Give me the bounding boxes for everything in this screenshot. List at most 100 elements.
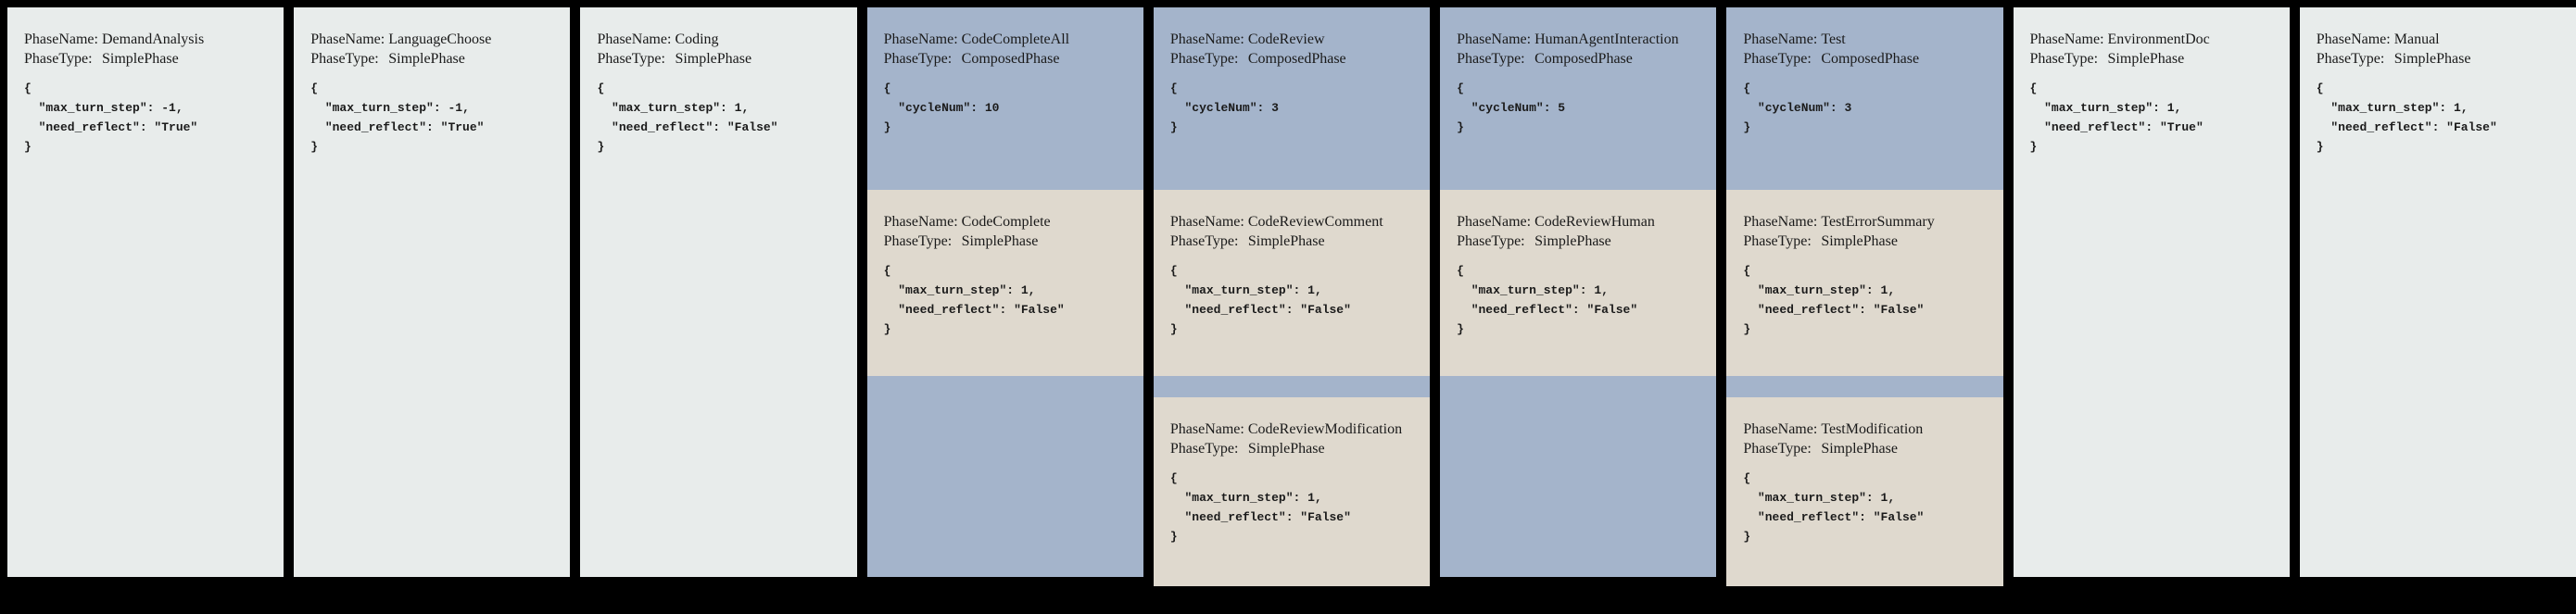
- phase-box-DemandAnalysis: PhaseName: DemandAnalysis PhaseType: Sim…: [7, 7, 284, 157]
- phase-type-value: ComposedPhase: [1821, 51, 1920, 67]
- nested-phase-CodeReviewComment: PhaseName: CodeReviewComment PhaseType: …: [1153, 190, 1431, 376]
- phase-name-row: PhaseName: TestErrorSummary: [1743, 212, 1989, 232]
- nested-phase-TestModification: PhaseName: TestModification PhaseType: S…: [1726, 397, 2003, 586]
- phase-box-CodeReviewHuman: PhaseName: CodeReviewHuman PhaseType: Si…: [1440, 190, 1716, 339]
- nested-phase-CodeReviewHuman: PhaseName: CodeReviewHuman PhaseType: Si…: [1440, 190, 1717, 376]
- phase-name-value: LanguageChoose: [388, 31, 492, 47]
- composed-phase-header-Test: PhaseName: Test PhaseType: ComposedPhase…: [1726, 7, 2002, 190]
- phase-type-row: PhaseType: SimplePhase: [1743, 232, 1989, 251]
- phase-config-json-CodeComplete: { "max_turn_step": 1, "need_reflect": "F…: [883, 264, 1065, 336]
- phase-type-label: PhaseType:: [883, 51, 953, 67]
- phase-name-row: PhaseName: Coding: [597, 30, 843, 49]
- phase-config-json-CodeReviewHuman: { "max_turn_step": 1, "need_reflect": "F…: [1457, 264, 1638, 336]
- phase-config-json-Coding: { "max_turn_step": 1, "need_reflect": "F…: [597, 81, 778, 154]
- phase-type-row: PhaseType: SimplePhase: [1743, 439, 1989, 458]
- phase-column-Coding: PhaseName: Coding PhaseType: SimplePhase…: [580, 7, 857, 577]
- phase-name-value: CodeReviewModification: [1247, 421, 1403, 437]
- phase-name-value: TestModification: [1821, 421, 1924, 437]
- phase-type-value: SimplePhase: [675, 51, 752, 67]
- phase-type-label: PhaseType:: [1169, 441, 1239, 457]
- phase-name-label: PhaseName:: [1169, 31, 1244, 47]
- phase-column-CodeCompleteAll: PhaseName: CodeCompleteAll PhaseType: Co…: [866, 7, 1143, 577]
- nested-phase-CodeReviewModification: PhaseName: CodeReviewModification PhaseT…: [1153, 397, 1431, 586]
- nested-phase-TestErrorSummary: PhaseName: TestErrorSummary PhaseType: S…: [1726, 190, 2003, 376]
- phase-name-row: PhaseName: EnvironmentDoc: [2030, 30, 2277, 49]
- phase-type-value: ComposedPhase: [1534, 51, 1633, 67]
- phase-box-LanguageChoose: PhaseName: LanguageChoose PhaseType: Sim…: [294, 7, 570, 157]
- composed-phase-filler: [867, 376, 1143, 577]
- phase-config-json-CodeReviewComment: { "max_turn_step": 1, "need_reflect": "F…: [1169, 264, 1351, 336]
- phase-name-label: PhaseName:: [597, 31, 672, 47]
- phase-type-row: PhaseType: ComposedPhase: [1170, 49, 1417, 69]
- phase-type-row: PhaseType: ComposedPhase: [884, 49, 1130, 69]
- phase-column-LanguageChoose: PhaseName: LanguageChoose PhaseType: Sim…: [294, 7, 571, 577]
- phase-name-value: CodeReviewComment: [1247, 214, 1383, 230]
- composed-phase-header-CodeReview: PhaseName: CodeReview PhaseType: Compose…: [1154, 7, 1430, 190]
- phase-type-row: PhaseType: SimplePhase: [2317, 49, 2563, 69]
- phase-box-CodeReviewModification: PhaseName: CodeReviewModification PhaseT…: [1154, 397, 1430, 546]
- phase-name-row: PhaseName: CodeCompleteAll: [884, 30, 1130, 49]
- phase-config-json-LanguageChoose: { "max_turn_step": -1, "need_reflect": "…: [310, 81, 485, 154]
- phase-name-row: PhaseName: CodeReview: [1170, 30, 1417, 49]
- phase-type-value: SimplePhase: [1821, 233, 1898, 249]
- phase-name-label: PhaseName:: [310, 31, 385, 47]
- phase-type-row: PhaseType: SimplePhase: [1457, 232, 1703, 251]
- phase-name-row: PhaseName: CodeReviewHuman: [1457, 212, 1703, 232]
- phase-name-row: PhaseName: DemandAnalysis: [24, 30, 271, 49]
- phase-name-label: PhaseName:: [1743, 421, 1818, 437]
- phase-config-json-TestErrorSummary: { "max_turn_step": 1, "need_reflect": "F…: [1743, 264, 1925, 336]
- phase-type-value: SimplePhase: [388, 51, 465, 67]
- phase-name-value: DemandAnalysis: [102, 31, 205, 47]
- phase-type-row: PhaseType: SimplePhase: [884, 232, 1130, 251]
- phase-type-value: SimplePhase: [1821, 441, 1898, 457]
- phase-type-row: PhaseType: SimplePhase: [597, 49, 843, 69]
- phase-type-label: PhaseType:: [597, 51, 665, 67]
- phase-name-value: CodeReviewHuman: [1534, 214, 1655, 230]
- phase-name-row: PhaseName: CodeReviewModification: [1170, 420, 1417, 439]
- phase-name-label: PhaseName:: [1169, 214, 1244, 230]
- phase-box-HumanAgentInteraction: PhaseName: HumanAgentInteraction PhaseTy…: [1440, 7, 1716, 137]
- composed-phase-header-HumanAgentInteraction: PhaseName: HumanAgentInteraction PhaseTy…: [1440, 7, 1716, 190]
- phase-name-label: PhaseName:: [1743, 31, 1818, 47]
- phase-box-Test: PhaseName: Test PhaseType: ComposedPhase…: [1726, 7, 2002, 137]
- phase-type-label: PhaseType:: [1169, 233, 1239, 249]
- nested-phase-CodeComplete: PhaseName: CodeComplete PhaseType: Simpl…: [866, 190, 1143, 376]
- phase-name-label: PhaseName:: [1169, 421, 1244, 437]
- phase-config-json-TestModification: { "max_turn_step": 1, "need_reflect": "F…: [1743, 471, 1925, 544]
- phase-config-json-Manual: { "max_turn_step": 1, "need_reflect": "F…: [2316, 81, 2497, 154]
- phase-type-label: PhaseType:: [310, 51, 379, 67]
- phase-config-json-CodeReview: { "cycleNum": 3 }: [1169, 81, 1279, 134]
- phase-type-row: PhaseType: SimplePhase: [310, 49, 557, 69]
- phase-type-value: SimplePhase: [1247, 441, 1325, 457]
- phase-type-row: PhaseType: SimplePhase: [2030, 49, 2277, 69]
- phase-name-value: CodeCompleteAll: [961, 31, 1070, 47]
- phase-type-label: PhaseType:: [1457, 51, 1525, 67]
- phase-type-value: SimplePhase: [1534, 233, 1611, 249]
- composed-phase-header-CodeCompleteAll: PhaseName: CodeCompleteAll PhaseType: Co…: [867, 7, 1143, 190]
- phase-box-CodeComplete: PhaseName: CodeComplete PhaseType: Simpl…: [867, 190, 1143, 339]
- phase-name-label: PhaseName:: [1743, 214, 1818, 230]
- phase-name-value: Manual: [2393, 31, 2440, 47]
- phase-type-row: PhaseType: SimplePhase: [1170, 232, 1417, 251]
- phase-type-value: ComposedPhase: [1247, 51, 1346, 67]
- phase-type-value: SimplePhase: [102, 51, 179, 67]
- phase-config-json-HumanAgentInteraction: { "cycleNum": 5 }: [1457, 81, 1566, 134]
- phase-config-json-DemandAnalysis: { "max_turn_step": -1, "need_reflect": "…: [24, 81, 198, 154]
- phase-column-EnvironmentDoc: PhaseName: EnvironmentDoc PhaseType: Sim…: [2013, 7, 2290, 577]
- phase-name-row: PhaseName: TestModification: [1743, 420, 1989, 439]
- phase-config-board: PhaseName: DemandAnalysis PhaseType: Sim…: [7, 7, 2576, 586]
- phase-type-row: PhaseType: ComposedPhase: [1743, 49, 1989, 69]
- phase-box-EnvironmentDoc: PhaseName: EnvironmentDoc PhaseType: Sim…: [2014, 7, 2290, 157]
- phase-box-TestModification: PhaseName: TestModification PhaseType: S…: [1726, 397, 2002, 546]
- phase-type-label: PhaseType:: [1457, 233, 1525, 249]
- phase-name-row: PhaseName: CodeComplete: [884, 212, 1130, 232]
- composed-phase-filler: [1440, 376, 1716, 577]
- phase-name-label: PhaseName:: [883, 31, 958, 47]
- phase-box-CodeReviewComment: PhaseName: CodeReviewComment PhaseType: …: [1154, 190, 1430, 339]
- phase-type-label: PhaseType:: [1169, 51, 1239, 67]
- phase-name-value: EnvironmentDoc: [2107, 31, 2210, 47]
- phase-type-row: PhaseType: ComposedPhase: [1457, 49, 1703, 69]
- phase-type-row: PhaseType: SimplePhase: [1170, 439, 1417, 458]
- phase-name-value: TestErrorSummary: [1821, 214, 1935, 230]
- phase-type-label: PhaseType:: [1743, 441, 1812, 457]
